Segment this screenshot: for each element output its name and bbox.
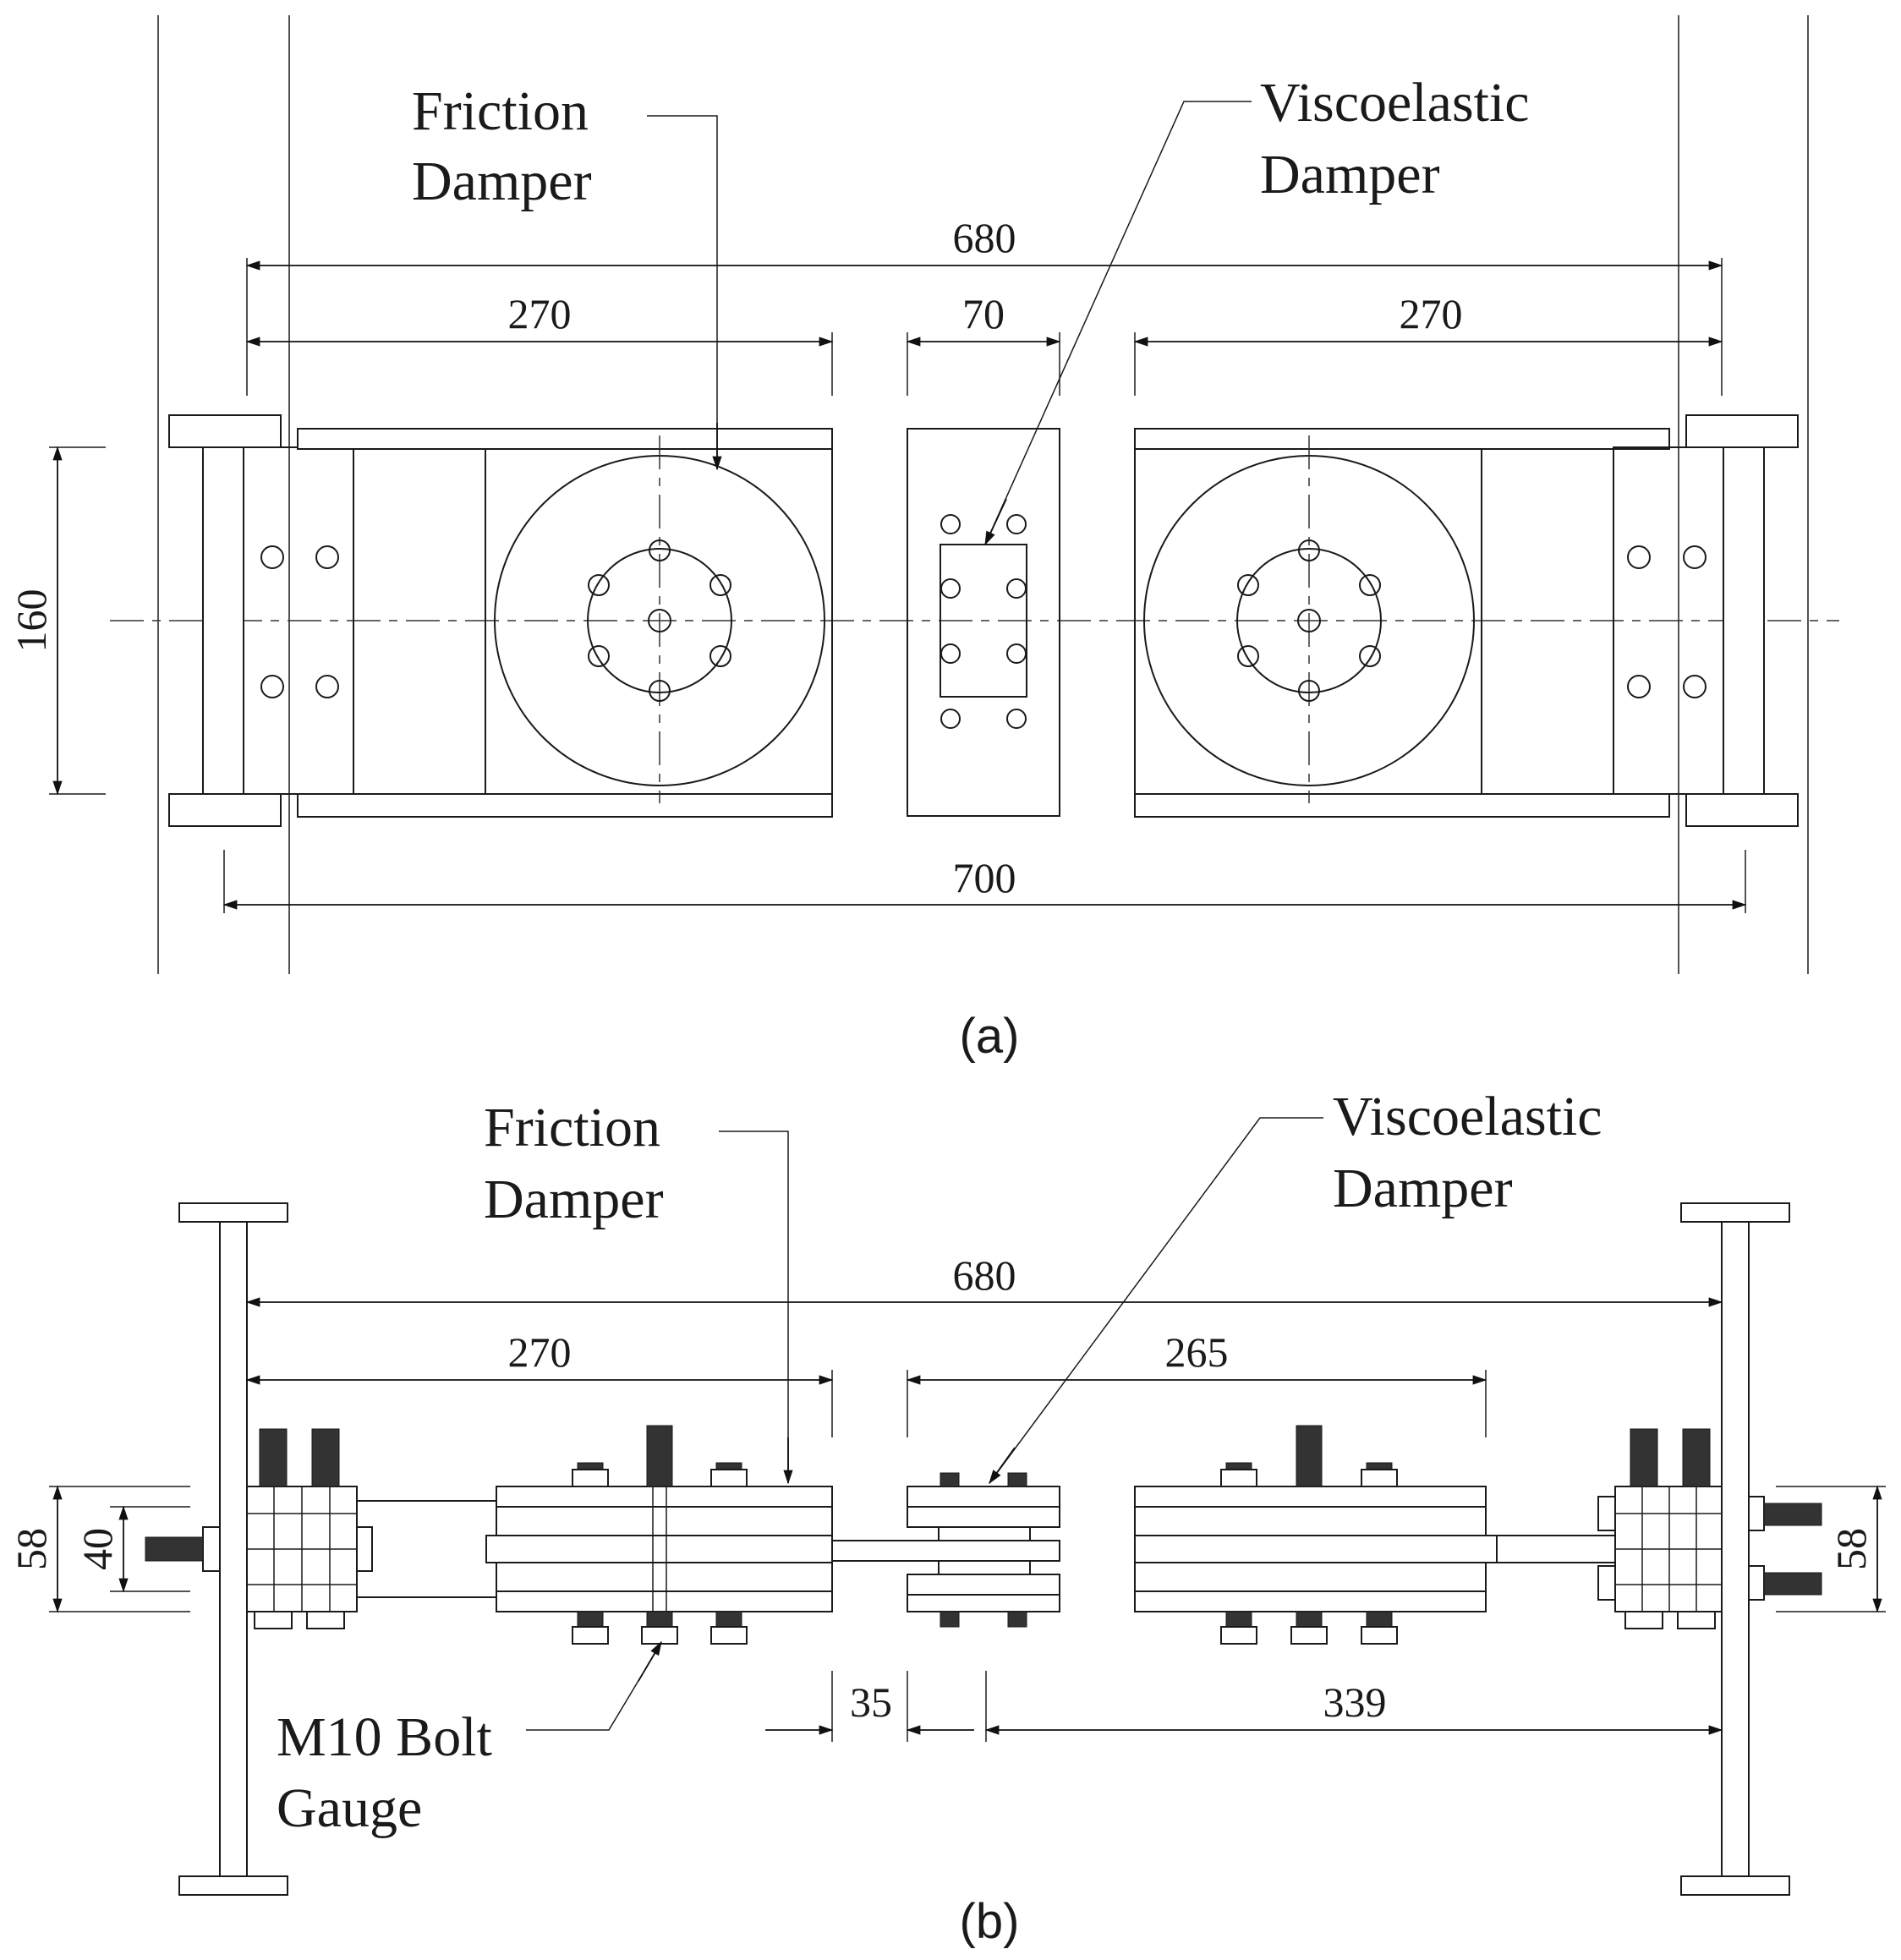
dim-a-680: 680 [953,214,1016,261]
caption-a: (a) [960,1009,1020,1064]
left-end-connector [168,414,354,827]
dim-b-680: 680 [953,1251,1016,1299]
panel-b: Friction Damper Viscoelastic Damper 680 … [8,1086,1886,1949]
right-post-b [1680,1202,1790,1896]
dim-a-270-right: 270 [1400,290,1463,337]
dimensions-a [49,258,1747,913]
friction-damper-label-a-line1: Friction [412,80,589,142]
dim-a-70: 70 [962,290,1005,337]
friction-damper-label-a-line2: Damper [412,151,592,212]
viscoelastic-damper-label-a-line1: Viscoelastic [1260,72,1530,134]
panel-a: Friction Damper Viscoelastic Damper 680 … [8,15,1839,1064]
viscoelastic-damper-label-b-line2: Damper [1333,1158,1513,1219]
viscoelastic-damper-b [831,1472,1060,1628]
dim-a-270-left: 270 [508,290,572,337]
caption-b: (b) [960,1894,1020,1949]
friction-damper-label-b-line1: Friction [484,1097,660,1158]
dim-b-58-left: 58 [8,1528,55,1570]
right-end-connector [1613,414,1799,827]
viscoelastic-damper-label-a-line2: Damper [1260,144,1440,205]
right-friction-damper-b [1134,1425,1498,1645]
dim-b-35: 35 [850,1678,892,1726]
right-end-block-b [1497,1428,1822,1629]
viscoelastic-damper-label-b-line1: Viscoelastic [1333,1086,1602,1147]
friction-damper-label-b-line2: Damper [484,1169,664,1230]
bolt-gauge-label-line2: Gauge [277,1777,422,1839]
left-end-block-b [145,1428,373,1629]
left-friction-damper [297,428,833,818]
dim-a-160: 160 [8,589,55,653]
dim-b-339: 339 [1323,1678,1387,1726]
dim-a-700: 700 [953,854,1016,901]
dim-b-270: 270 [508,1328,572,1376]
viscoelastic-damper-a [907,428,1060,817]
left-friction-damper-b [485,1425,833,1645]
right-friction-damper [1134,428,1670,818]
dim-b-58-right: 58 [1827,1528,1875,1570]
bolt-gauge-label-line1: M10 Bolt [277,1706,492,1768]
dim-b-265: 265 [1165,1328,1229,1376]
dimensions-b [49,1294,1886,1742]
dim-b-40: 40 [74,1528,121,1570]
